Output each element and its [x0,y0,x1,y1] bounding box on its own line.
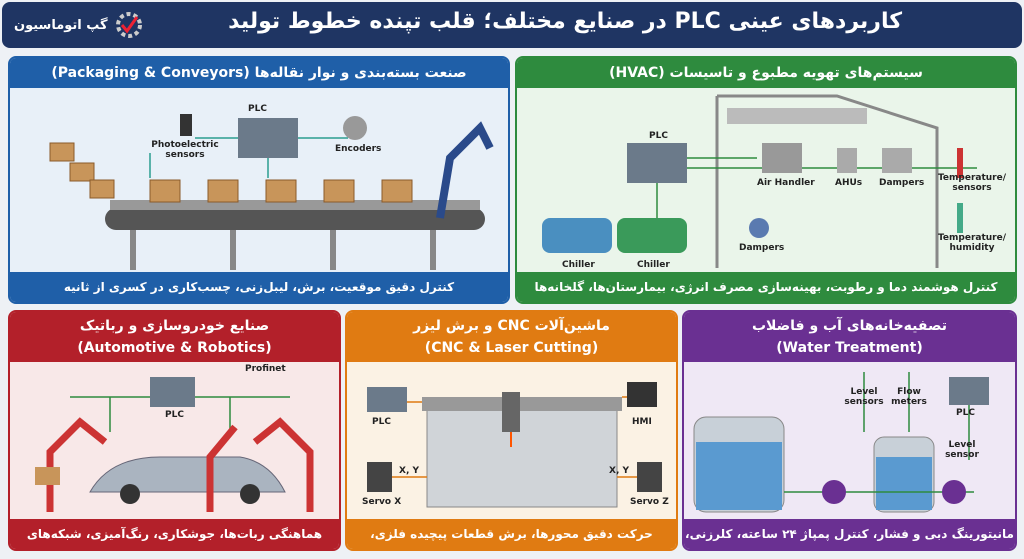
label-dampers: Dampers [879,178,925,188]
label-servo-x: Servo X [362,497,402,507]
conveyor-illustration [49,114,494,270]
label-air-handler: Air Handler [757,178,815,188]
water-illustration [693,372,989,513]
label-dampers-2: Dampers [739,243,785,253]
panel-title: تصفیه‌خانه‌های آب و فاضلاب (Water Treatme… [684,312,1015,362]
label-ahus: AHUs [835,178,863,188]
panel-title: سیستم‌های تهویه مطبوع و تاسیسات (HVAC) [517,58,1015,88]
panel-automotive: صنایع خودروسازی و رباتیک (Automotive & Ro… [8,310,341,551]
label-plc: PLC [248,104,267,114]
label-temp-sensors: Temperature/ sensors [937,173,1007,193]
label-flow-meters: Flow meters [891,387,927,407]
panel-packaging: صنعت بسته‌بندی و نوار نقاله‌ها (Packagin… [8,56,510,304]
label-photoelectric: Photoelectric sensors [151,140,219,160]
panel-footer: هماهنگی ربات‌ها، جوشکاری، رنگ‌آمیزی، شبک… [10,519,339,549]
panel-title: صنایع خودروسازی و رباتیک (Automotive & Ro… [10,312,339,362]
label-servo-z: Servo Z [630,497,669,507]
label-chiller-1: Chiller [562,260,595,270]
label-hmi: HMI [632,417,652,427]
panel-footer: کنترل هوشمند دما و رطوبت، بهینه‌سازی مصر… [517,272,1015,302]
logo-text: گپ اتوماسیون [14,17,108,33]
label-temp-humidity: Temperature/ humidity [937,233,1007,253]
panel-hvac: سیستم‌های تهویه مطبوع و تاسیسات (HVAC) P… [515,56,1017,304]
cnc-illustration [367,382,662,508]
label-profinet: Profinet [245,364,286,374]
label-plc: PLC [956,408,975,418]
label-xy-1: X, Y [399,466,420,476]
title-fa: صنایع خودروسازی و رباتیک [79,318,270,334]
panel-title: ماشین‌آلات CNC و برش لیزر (CNC & Laser Cu… [347,312,676,362]
label-xy-2: X, Y [609,466,630,476]
hvac-illustration [542,94,977,268]
label-encoders: Encoders [335,144,382,154]
gear-check-icon [115,12,142,38]
automotive-illustration [35,377,314,512]
title-fa: تصفیه‌خانه‌های آب و فاضلاب [751,318,948,334]
label-level-sensor: Level sensor [945,440,979,460]
label-plc: PLC [165,410,184,420]
page-title: کاربردهای عینی PLC در صنایع مختلف؛ قلب ت… [228,9,902,34]
label-plc: PLC [649,131,668,141]
logo: گپ اتوماسیون [14,10,144,40]
panel-footer: مانیتورینگ دبی و فشار، کنترل پمپاژ ۲۴ سا… [684,519,1015,549]
title-fa: ماشین‌آلات CNC و برش لیزر [413,318,610,334]
label-chiller-2: Chiller [637,260,670,270]
header: گپ اتوماسیون کاربردهای عینی PLC در صنایع… [2,2,1022,48]
title-en: (CNC & Laser Cutting) [424,340,599,356]
panel-cnc: ماشین‌آلات CNC و برش لیزر (CNC & Laser Cu… [345,310,678,551]
label-level-sensors: Level sensors [844,387,884,407]
title-en: (Water Treatment) [776,340,923,356]
panel-water: تصفیه‌خانه‌های آب و فاضلاب (Water Treatme… [682,310,1017,551]
title-en: (Automotive & Robotics) [77,340,272,356]
panel-title: صنعت بسته‌بندی و نوار نقاله‌ها (Packagin… [10,58,508,88]
panel-footer: کنترل دقیق موقعیت، برش، لیبل‌زنی، چسب‌کا… [10,272,508,302]
label-plc: PLC [372,417,391,427]
panel-footer: حرکت دقیق محورها، برش قطعات پیچیده فلزی،… [347,519,676,549]
